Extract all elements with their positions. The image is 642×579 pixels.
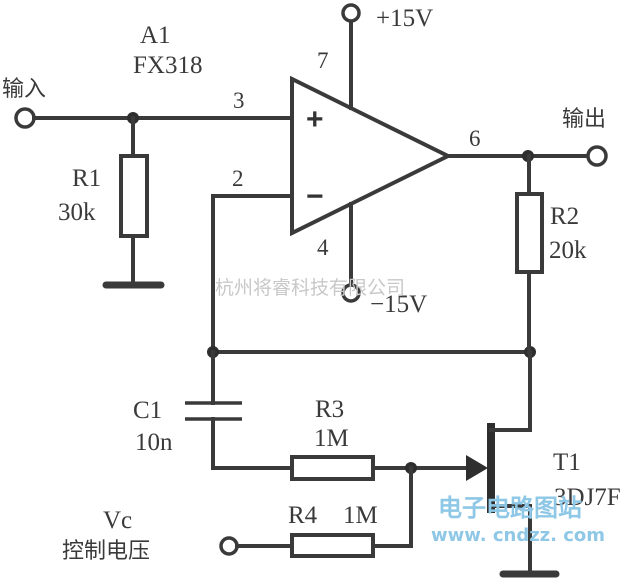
opamp-a1: + − xyxy=(290,75,453,237)
noninverting-sign: + xyxy=(306,103,324,136)
c1-ref-label: C1 xyxy=(133,397,162,424)
resistor-r1 xyxy=(119,154,149,238)
watermark-site-url: www. cndzz. com xyxy=(431,525,605,546)
r2-ref-label: R2 xyxy=(550,203,579,230)
r1-ref-label: R1 xyxy=(72,165,101,192)
vpos-label: +15V xyxy=(376,5,433,32)
control-voltage-label: 控制电压 xyxy=(62,539,150,564)
output-terminal[interactable] xyxy=(586,145,608,167)
pin-4-label: 4 xyxy=(317,235,329,260)
vneg-label: −15V xyxy=(370,291,427,318)
resistor-r2 xyxy=(515,192,544,274)
resistor-r4 xyxy=(290,533,375,558)
input-label: 输入 xyxy=(2,77,46,102)
jfet-source-wire xyxy=(489,504,532,574)
vpos-terminal[interactable] xyxy=(341,3,361,23)
pin-7-label: 7 xyxy=(317,48,329,73)
pin-2-label: 2 xyxy=(232,166,244,191)
r3-value-label: 1M xyxy=(314,425,349,452)
jfet-drain-wire xyxy=(489,350,532,432)
inverting-input-wire xyxy=(211,194,294,354)
output-label: 输出 xyxy=(562,107,606,132)
resistor-r3 xyxy=(290,455,375,481)
vneg-terminal[interactable] xyxy=(341,283,361,303)
t1-ref-label: T1 xyxy=(553,449,581,476)
r4-value-label: 1M xyxy=(343,502,378,529)
r1-value-label: 30k xyxy=(58,199,96,226)
input-terminal[interactable] xyxy=(14,107,36,129)
opamp-part-label: FX318 xyxy=(133,52,202,79)
pin-6-label: 6 xyxy=(469,126,481,151)
watermark-site-name: 电子电路图站 xyxy=(438,494,582,522)
r4-ref-label: R4 xyxy=(288,502,318,529)
pin-3-label: 3 xyxy=(233,88,245,113)
t1-part-label: 3DJ7F xyxy=(554,484,621,511)
r2-value-label: 20k xyxy=(549,237,587,264)
vc-label: Vc xyxy=(103,507,132,534)
gate-arrow-icon xyxy=(466,455,488,481)
r3-ref-label: R3 xyxy=(315,396,344,423)
opamp-ref-label: A1 xyxy=(140,22,171,49)
c1-value-label: 10n xyxy=(135,429,173,456)
vc-terminal[interactable] xyxy=(219,536,239,556)
inverting-sign: − xyxy=(306,180,324,213)
c1-bottom-wire xyxy=(211,417,294,470)
r4-to-gate-wire xyxy=(371,466,413,548)
watermark-company: 杭州将睿科技有限公司 xyxy=(215,277,405,299)
opamp-triangle xyxy=(290,75,453,237)
